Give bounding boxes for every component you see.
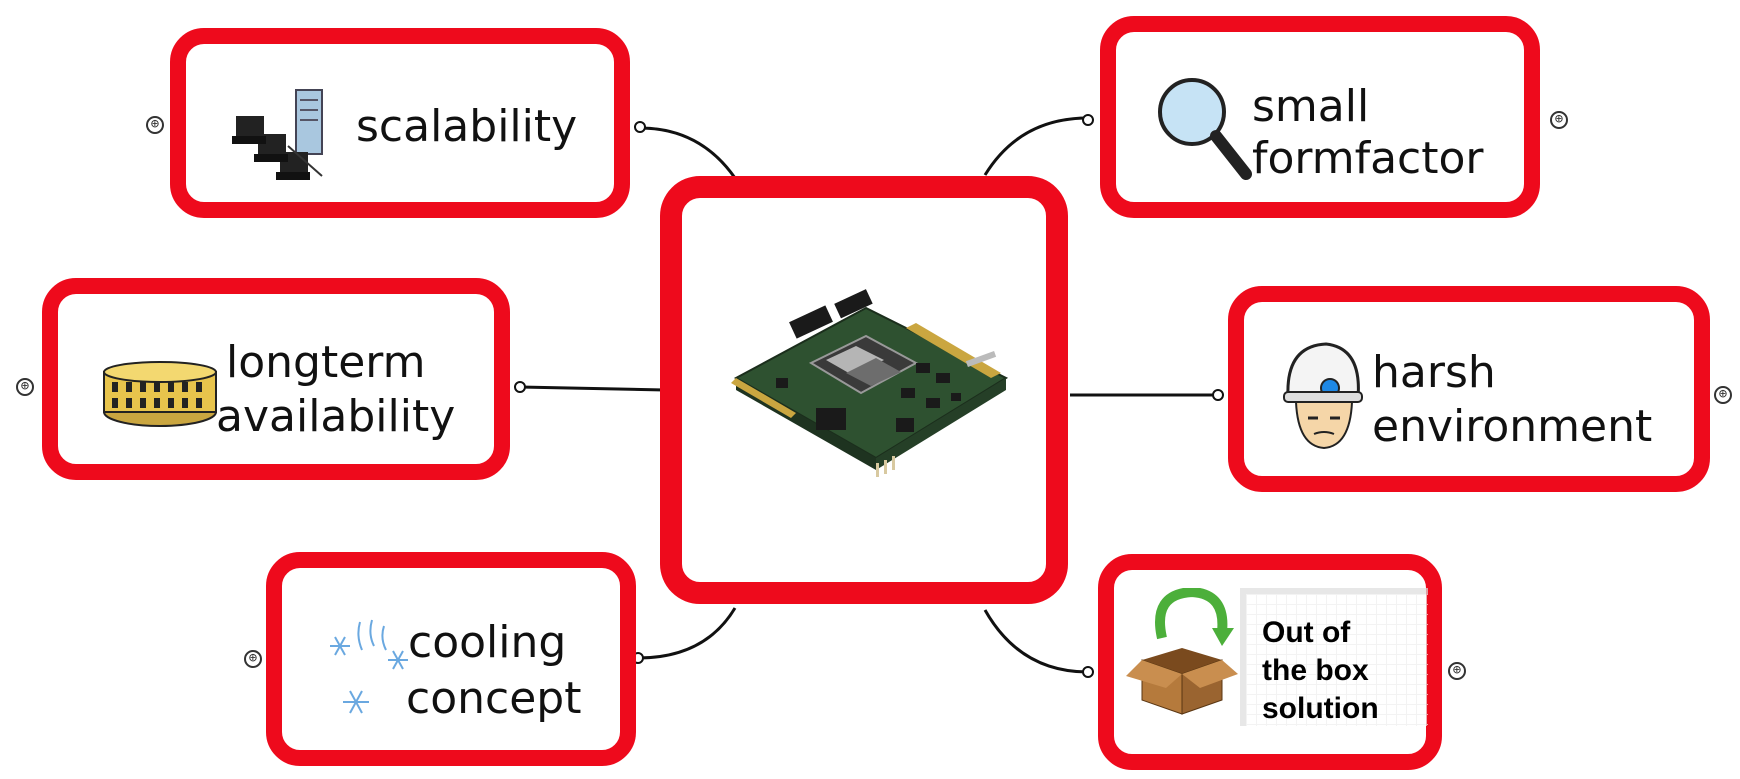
expander-scalability[interactable]: ⊕ bbox=[146, 116, 164, 134]
embedded-board-icon bbox=[731, 289, 1009, 477]
snowflake-icon bbox=[330, 619, 408, 714]
connector-dot bbox=[634, 121, 646, 133]
connector-dot bbox=[1212, 389, 1224, 401]
node-out-of-box-line1: Out of bbox=[1262, 616, 1351, 649]
grid-panel bbox=[1240, 588, 1428, 726]
center-node[interactable] bbox=[660, 176, 1068, 604]
node-cooling-line1: cooling bbox=[408, 617, 567, 668]
connector-dot bbox=[514, 381, 526, 393]
connector-small-formfactor bbox=[983, 116, 1089, 176]
node-small-formfactor-line1: small bbox=[1252, 81, 1370, 132]
node-longterm-line1: longterm bbox=[226, 337, 426, 388]
expander-cooling[interactable]: ⊕ bbox=[244, 650, 262, 668]
node-cooling-line2: concept bbox=[406, 673, 582, 724]
node-out-of-box-line2: the box bbox=[1262, 654, 1369, 687]
node-harsh-line2: environment bbox=[1372, 401, 1653, 452]
node-harsh-line1: harsh bbox=[1372, 347, 1496, 398]
node-out-of-box[interactable]: Out of the box solution bbox=[1098, 554, 1442, 770]
node-cooling-concept[interactable]: cooling concept bbox=[266, 552, 636, 766]
connector-scalability bbox=[639, 126, 737, 179]
node-harsh-environment[interactable]: harsh environment bbox=[1228, 286, 1710, 492]
node-scalability-label: scalability bbox=[356, 101, 578, 152]
connector-out-of-box bbox=[983, 609, 1089, 674]
connector-dot bbox=[1082, 666, 1094, 678]
connector-longterm bbox=[519, 385, 666, 392]
connector-cooling bbox=[637, 607, 737, 660]
expander-small-formfactor[interactable]: ⊕ bbox=[1550, 111, 1568, 129]
connector-dot bbox=[1082, 114, 1094, 126]
node-longterm-line2: availability bbox=[216, 391, 456, 442]
node-scalability[interactable]: scalability bbox=[170, 28, 630, 218]
magnifier-icon bbox=[1158, 78, 1252, 180]
colosseum-icon bbox=[103, 361, 217, 427]
expander-harsh[interactable]: ⊕ bbox=[1714, 386, 1732, 404]
node-small-formfactor[interactable]: small formfactor bbox=[1100, 16, 1540, 218]
server-network-icon bbox=[232, 89, 323, 180]
node-out-of-box-line3: solution bbox=[1262, 692, 1379, 725]
expander-out-of-box[interactable]: ⊕ bbox=[1448, 662, 1466, 680]
node-longterm-availability[interactable]: longterm availability bbox=[42, 278, 510, 480]
open-box-icon bbox=[1126, 588, 1238, 715]
node-small-formfactor-line2: formfactor bbox=[1252, 133, 1484, 184]
hardhat-worker-icon bbox=[1283, 342, 1363, 450]
expander-longterm[interactable]: ⊕ bbox=[16, 378, 34, 396]
